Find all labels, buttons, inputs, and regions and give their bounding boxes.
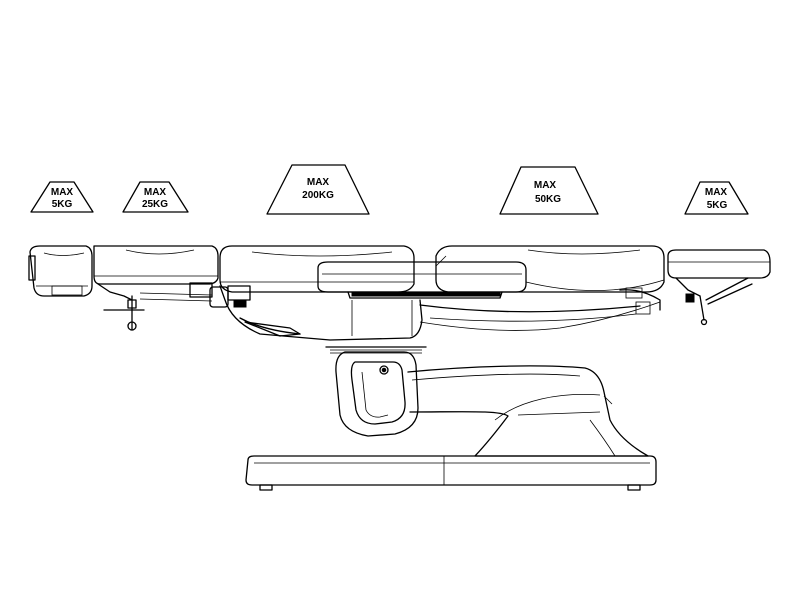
load-label-foot-value: 5KG: [707, 200, 728, 211]
arm-rest: [317, 261, 527, 299]
upper-back-rest: [93, 245, 219, 331]
load-label-leg: MAX 50KG: [499, 166, 599, 215]
foot-rest: [667, 249, 771, 326]
load-label-seat: MAX 200KG: [266, 164, 370, 215]
load-label-seat-value: 200KG: [302, 190, 334, 201]
load-label-foot-max: MAX: [705, 187, 728, 198]
load-label-head-value: 5KG: [52, 199, 73, 210]
load-label-upper-back-value: 25KG: [142, 199, 168, 210]
load-label-upper-back: MAX 25KG: [122, 181, 189, 213]
support-column: [407, 365, 649, 457]
seat-cushion: [219, 245, 415, 293]
pivot-bracket: [325, 346, 427, 437]
frame-mechanism: [139, 282, 661, 341]
head-rest: [28, 245, 93, 297]
load-label-head-max: MAX: [51, 187, 74, 198]
load-label-seat-max: MAX: [307, 177, 330, 188]
load-label-head: MAX 5KG: [30, 181, 94, 213]
leg-rest: [435, 245, 665, 293]
load-label-upper-back-max: MAX: [144, 187, 167, 198]
load-label-foot: MAX 5KG: [684, 181, 749, 215]
base-plate: [245, 455, 657, 491]
load-label-leg-value: 50KG: [535, 194, 561, 205]
load-label-leg-max: MAX: [534, 180, 557, 191]
